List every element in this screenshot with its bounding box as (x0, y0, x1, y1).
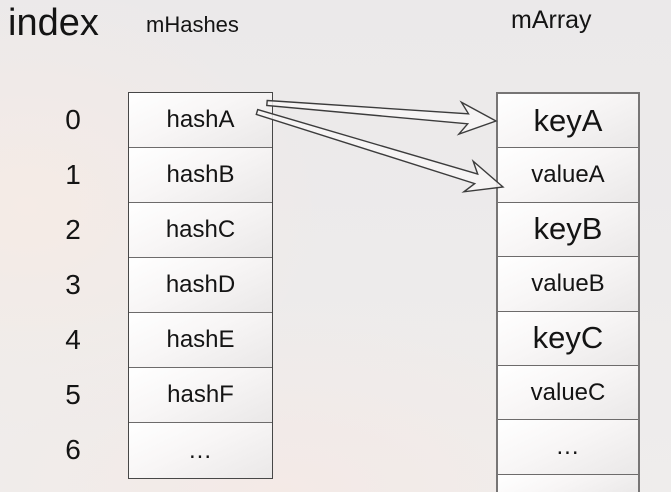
marray-cell-valueC: valueC (498, 365, 638, 421)
index-label-3: 3 (65, 268, 81, 300)
index-label-4: 4 (65, 323, 81, 355)
marray-heading: mArray (511, 6, 592, 34)
mhashes-heading: mHashes (146, 12, 239, 37)
index-column-heading: index (8, 2, 99, 44)
marray-cell-valueB: valueB (498, 257, 638, 312)
mhashes-cell-2: hashC (129, 203, 272, 258)
marray-cell-keyA: keyA (498, 94, 638, 149)
mhashes-cell-ellipsis: ... (129, 423, 272, 478)
mhashes-cell-0: hashA (129, 93, 272, 148)
marray-cell-ellipsis: ... (498, 420, 638, 475)
index-label-6: 6 (65, 433, 81, 465)
index-label-5: 5 (65, 378, 81, 410)
arrow-hashA-to-keyA-icon (266, 99, 498, 136)
mhashes-cell-1: hashB (129, 148, 272, 203)
marray-cell-keyB: keyB (498, 202, 638, 258)
index-label-1: 1 (65, 158, 81, 190)
index-label-2: 2 (65, 213, 81, 245)
mhashes-cell-4: hashE (129, 313, 272, 368)
mhashes-array-table: hashA hashB hashC hashD hashE hashF ... (128, 92, 273, 479)
mhashes-cell-5: hashF (129, 368, 272, 423)
marray-cell-valueA: valueA (498, 148, 638, 203)
marray-table: keyA valueA keyB valueB keyC valueC ... (496, 92, 640, 492)
arrow-hashA-to-valueA-icon (255, 108, 505, 193)
marray-cell-keyC: keyC (498, 311, 638, 366)
mhashes-cell-3: hashD (129, 258, 272, 313)
index-label-0: 0 (65, 103, 81, 135)
marray-cell-partial (498, 474, 638, 492)
index-column: 0 1 2 3 4 5 6 (40, 92, 106, 477)
